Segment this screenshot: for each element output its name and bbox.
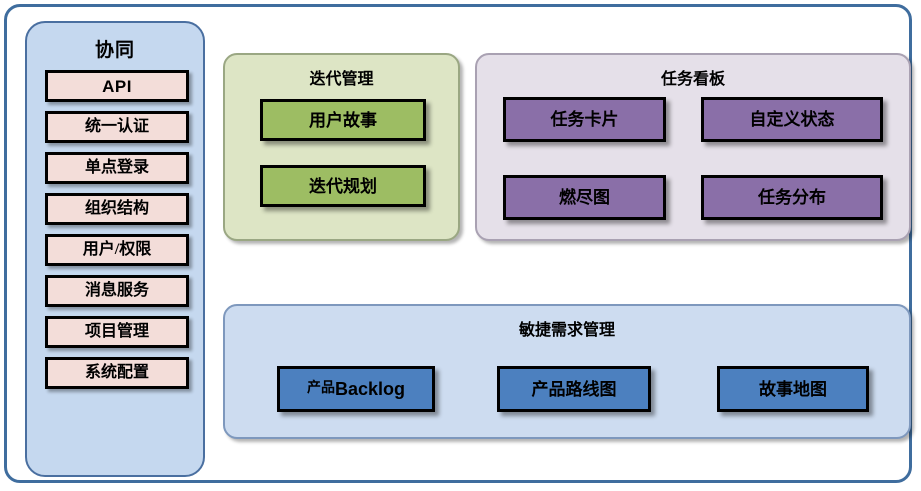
feature-product-backlog-cjk: 产品 xyxy=(306,381,335,396)
platform-item-api[interactable]: API xyxy=(45,70,189,102)
iteration-management-title: 迭代管理 xyxy=(309,71,374,88)
feature-task-distribution[interactable]: 任务分布 xyxy=(701,175,883,220)
iteration-management-panel: 迭代管理 用户故事 迭代规划 xyxy=(223,53,460,241)
platform-item-single-sign-on[interactable]: 单点登录 xyxy=(45,152,189,184)
feature-user-story[interactable]: 用户故事 xyxy=(260,99,426,141)
outer-architecture-frame: 协同 API 统一认证 单点登录 组织结构 用户/权限 消息服务 项目管理 系统… xyxy=(4,4,912,483)
platform-item-system-config[interactable]: 系统配置 xyxy=(45,357,189,389)
feature-story-map[interactable]: 故事地图 xyxy=(717,366,869,412)
platform-item-unified-auth[interactable]: 统一认证 xyxy=(45,111,189,143)
platform-item-org-structure[interactable]: 组织结构 xyxy=(45,193,189,225)
feature-task-card[interactable]: 任务卡片 xyxy=(503,97,666,142)
feature-product-backlog-latin: Backlog xyxy=(334,379,406,399)
feature-iteration-planning[interactable]: 迭代规划 xyxy=(260,165,426,207)
task-board-title: 任务看板 xyxy=(660,71,725,88)
task-board-panel: 任务看板 任务卡片 自定义状态 燃尽图 任务分布 xyxy=(475,53,911,241)
platform-item-list: API 统一认证 单点登录 组织结构 用户/权限 消息服务 项目管理 系统配置 xyxy=(45,70,189,398)
platform-panel-title: 协同 xyxy=(94,40,135,61)
feature-product-roadmap[interactable]: 产品路线图 xyxy=(497,366,651,412)
platform-item-project-management[interactable]: 项目管理 xyxy=(45,316,189,348)
platform-panel: 协同 API 统一认证 单点登录 组织结构 用户/权限 消息服务 项目管理 系统… xyxy=(25,21,205,477)
platform-item-message-service[interactable]: 消息服务 xyxy=(45,275,189,307)
feature-burndown-chart[interactable]: 燃尽图 xyxy=(503,175,666,220)
agile-requirement-title: 敏捷需求管理 xyxy=(518,322,615,339)
platform-item-user-permission[interactable]: 用户/权限 xyxy=(45,234,189,266)
feature-custom-status[interactable]: 自定义状态 xyxy=(701,97,883,142)
